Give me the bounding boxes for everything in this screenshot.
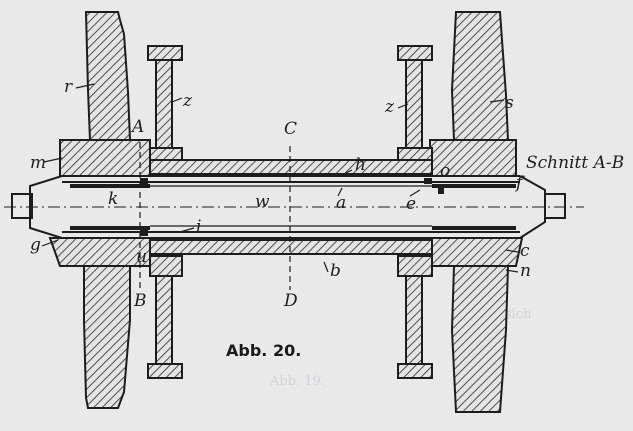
label-g: g [30, 235, 41, 255]
label-section-A: A [130, 117, 144, 137]
label-z-right: z [384, 97, 395, 117]
label-section-D: D [283, 291, 298, 311]
label-f: f [514, 173, 525, 193]
label-section-B: B [133, 291, 147, 311]
svg-text:Abb. 19.: Abb. 19. [269, 374, 325, 389]
label-s: s [505, 93, 514, 113]
background-bleed-text: sich Abb. 19. [269, 307, 532, 389]
main-axle [4, 175, 584, 239]
section-lines [139, 142, 291, 290]
figure-caption: Abb. 20. [226, 341, 301, 360]
label-h: h [355, 155, 366, 175]
label-a: a [336, 193, 346, 213]
right-gear [397, 45, 433, 379]
label-k: k [108, 189, 118, 209]
label-r: r [64, 77, 73, 97]
label-b: b [330, 261, 341, 281]
label-e: e [406, 194, 416, 214]
label-i: i [196, 217, 201, 237]
right-wheel [429, 11, 524, 413]
label-u: u [136, 247, 147, 267]
section-title: Schnitt A-B [526, 153, 624, 173]
label-c: c [520, 241, 530, 261]
label-o: o [440, 161, 450, 181]
hollow-shaft [149, 159, 433, 255]
left-wheel [48, 11, 151, 409]
label-z-left: z [182, 91, 193, 111]
label-n: n [520, 261, 531, 281]
label-m: m [30, 153, 46, 173]
labels: r z z s A C m h Schnitt A-B k w a e o f … [30, 77, 624, 360]
svg-text:sich: sich [505, 307, 532, 322]
label-w: w [255, 192, 270, 212]
left-gear [147, 45, 183, 379]
label-section-C: C [284, 119, 297, 139]
